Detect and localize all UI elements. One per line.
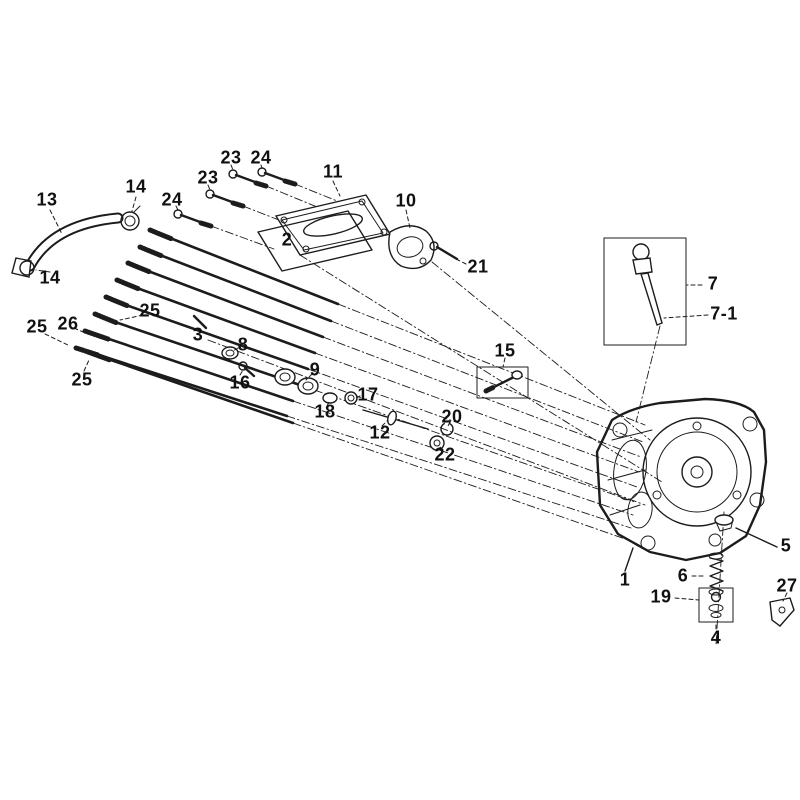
- part-label-25-b: 25: [139, 300, 161, 321]
- part-label-7: 7: [707, 273, 719, 294]
- nut-17: [344, 391, 358, 405]
- dipstick-assembly: [603, 237, 709, 346]
- part-label-1: 1: [619, 569, 631, 590]
- washer-8: [221, 346, 239, 360]
- part-label-17: 17: [357, 384, 379, 405]
- part-label-7-1: 7-1: [710, 303, 738, 324]
- drain-boss: [708, 533, 722, 547]
- part-label-19: 19: [650, 586, 672, 607]
- part-label-5: 5: [780, 535, 792, 556]
- part-label-9: 9: [309, 359, 321, 380]
- crankcase-body: [595, 397, 768, 572]
- part-label-8: 8: [237, 334, 249, 355]
- part-label-14-b: 14: [39, 267, 61, 288]
- control-rods: [73, 227, 646, 541]
- dipstick-box: [603, 237, 687, 346]
- hose-clamp-lower: [19, 260, 35, 276]
- dipstick-plug: [632, 257, 653, 275]
- grommet-9b: [297, 377, 319, 395]
- part-label-21: 21: [467, 256, 489, 277]
- center-axis-lines: [207, 254, 725, 646]
- part-label-18: 18: [314, 401, 336, 422]
- linkage-small-parts: [192, 314, 454, 451]
- part-label-25-a: 25: [26, 316, 48, 337]
- bolt-21-head: [429, 241, 439, 251]
- hose-clamp-upper: [120, 211, 140, 231]
- cover-plate-and-gasket: [257, 180, 392, 272]
- part-label-10: 10: [395, 190, 417, 211]
- part-label-3: 3: [192, 324, 204, 345]
- part-label-27: 27: [776, 575, 798, 596]
- left-label-leaders: [44, 164, 263, 372]
- part-label-12: 12: [369, 422, 391, 443]
- bracket-27: [769, 597, 795, 627]
- grommet-9a: [274, 368, 296, 386]
- ring-22: [429, 435, 445, 451]
- part-label-23-b: 23: [220, 147, 242, 168]
- part-label-6: 6: [677, 565, 689, 586]
- pin-3: [192, 314, 208, 330]
- part-label-2: 2: [281, 229, 293, 250]
- part-label-24-a: 24: [161, 189, 183, 210]
- part-label-16: 16: [229, 372, 251, 393]
- part-label-23-a: 23: [197, 167, 219, 188]
- part-label-24-b: 24: [250, 147, 272, 168]
- gasket: [257, 210, 373, 272]
- part-label-4: 4: [710, 627, 722, 648]
- spring-6: [709, 557, 724, 592]
- filter-box-19: [698, 587, 734, 623]
- drain-assembly: [674, 514, 795, 630]
- top-bolts: [173, 167, 348, 250]
- cover-plate: [274, 194, 392, 256]
- part-label-26: 26: [57, 313, 79, 334]
- part-label-14-a: 14: [125, 176, 147, 197]
- bearing-box-15: [476, 357, 529, 399]
- washer-18: [322, 392, 338, 404]
- screw-16: [238, 361, 248, 371]
- part-label-11: 11: [322, 161, 344, 182]
- part-label-25-c: 25: [71, 369, 93, 390]
- breather-cover: [388, 209, 467, 270]
- dipstick-blade: [640, 272, 663, 326]
- part-label-20: 20: [441, 406, 463, 427]
- hose-elbow-fitting: [11, 257, 32, 278]
- part-label-13: 13: [36, 189, 58, 210]
- breather-hose: [11, 196, 141, 278]
- dipstick-handle: [632, 243, 650, 261]
- plug-5: [714, 514, 734, 526]
- part-label-22: 22: [434, 444, 456, 465]
- part-label-15: 15: [494, 340, 516, 361]
